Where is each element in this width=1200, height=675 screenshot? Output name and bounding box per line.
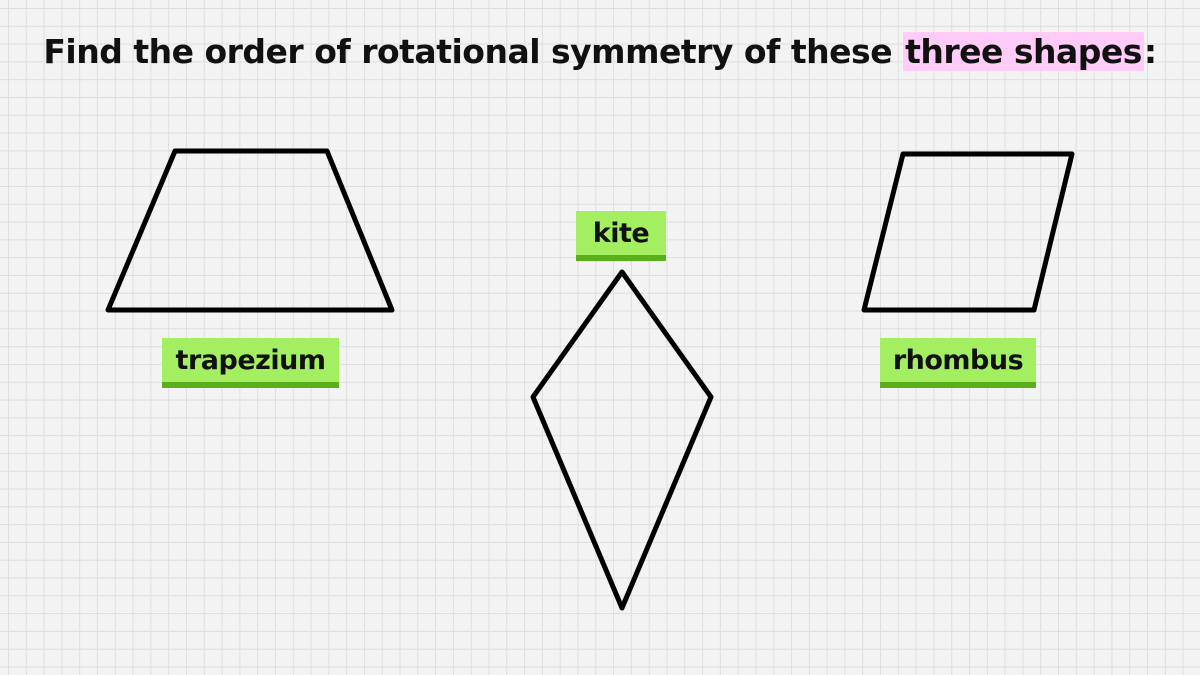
kite-shape — [530, 269, 714, 611]
rhombus-label: rhombus — [880, 338, 1036, 388]
kite-label: kite — [576, 211, 666, 261]
question-heading: Find the order of rotational symmetry of… — [0, 28, 1200, 75]
trapezium-shape — [105, 148, 395, 313]
question-text: Find the order of rotational symmetry of… — [43, 32, 904, 71]
question-colon: : — [1143, 32, 1157, 71]
trapezium-label: trapezium — [162, 338, 339, 388]
question-highlight: three shapes — [903, 32, 1144, 71]
rhombus-shape — [861, 151, 1075, 313]
